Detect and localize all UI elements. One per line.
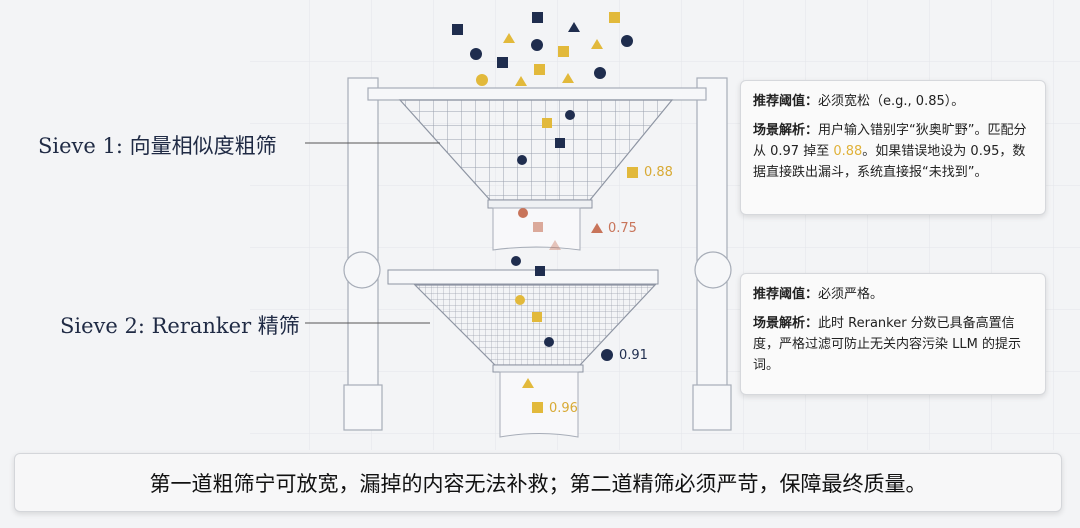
passed-doc-marker [627, 167, 638, 178]
analysis-text: 用户输入错别字“狄奥旷野”。匹配分从 0.97 掉至 [753, 123, 1027, 159]
threshold-text: 必须宽松（e.g., 0.85）。 [818, 94, 965, 109]
threshold-title: 推荐阈值： [753, 287, 819, 302]
rejected-doc-marker [591, 223, 603, 233]
threshold-title: 推荐阈值： [753, 94, 819, 109]
sieve-2-label: Sieve 2: Reranker 精筛 [60, 314, 300, 338]
score-sieve2-fail: 0.91 [619, 348, 648, 363]
score-sieve1-fail: 0.75 [608, 221, 637, 236]
sieve-2-info-card: 推荐阈值：必须严格。 场景解析：此时 Reranker 分数已具备高置信度，严格… [740, 273, 1046, 395]
sieve-1-label: Sieve 1: 向量相似度粗筛 [38, 134, 277, 158]
sieve-2-funnel [387, 269, 659, 438]
threshold-text: 必须严格。 [818, 287, 884, 302]
analysis-title: 场景解析： [753, 123, 819, 138]
analysis-title: 场景解析： [753, 316, 819, 331]
analysis-text-end: 。如果错误地设为 0.95，数据直接跌出漏斗，系统直接报“未找到”。 [753, 144, 1026, 180]
score-sieve1-pass: 0.88 [644, 165, 673, 180]
highlight-score: 0.88 [833, 144, 863, 159]
analysis-text: 此时 Reranker 分数已具备高置信度，严格过滤可防止无关内容污染 LLM … [753, 316, 1021, 373]
document-particles [452, 12, 633, 388]
final-doc-marker [532, 402, 543, 413]
sieve-1-info-card: 推荐阈值：必须宽松（e.g., 0.85）。 场景解析：用户输入错别字“狄奥旷野… [740, 80, 1046, 215]
rejected-doc-marker [601, 349, 613, 361]
frame [343, 77, 732, 431]
score-sieve2-pass: 0.96 [549, 401, 578, 416]
summary-banner: 第一道粗筛宁可放宽，漏掉的内容无法补救；第二道精筛必须严苛，保障最终质量。 [14, 453, 1062, 512]
